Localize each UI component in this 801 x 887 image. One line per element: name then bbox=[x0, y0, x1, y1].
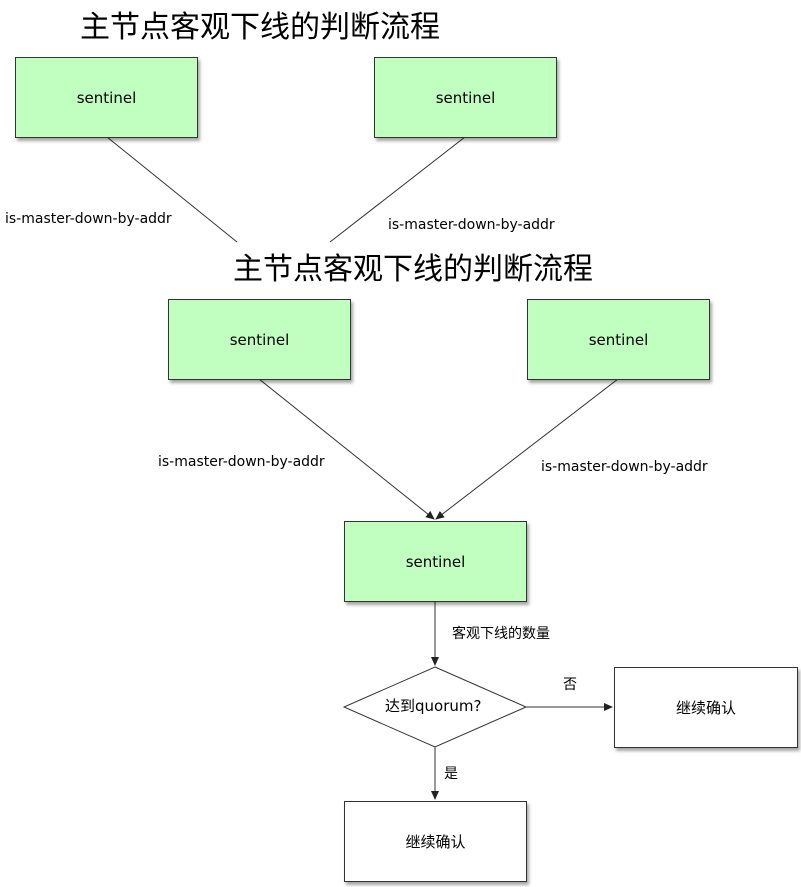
edge-right-to-center bbox=[435, 378, 619, 520]
top-title: 主节点客观下线的判断流程 bbox=[80, 10, 440, 45]
main-title: 主节点客观下线的判断流程 bbox=[233, 252, 593, 287]
edge-right-label: is-master-down-by-addr bbox=[541, 459, 708, 475]
top-edge-right bbox=[329, 136, 466, 243]
top-sentinel-left: sentinel bbox=[15, 57, 198, 138]
edge-no-label: 否 bbox=[563, 677, 577, 693]
result-no-box: 继续确认 bbox=[614, 667, 798, 748]
edge-left-label: is-master-down-by-addr bbox=[158, 454, 325, 470]
sentinel-center: sentinel bbox=[344, 521, 527, 602]
result-yes-box: 继续确认 bbox=[344, 801, 527, 882]
top-edge-left-label: is-master-down-by-addr bbox=[5, 211, 172, 227]
sentinel-right: sentinel bbox=[527, 299, 710, 380]
edge-left-to-center bbox=[258, 378, 435, 520]
top-sentinel-right: sentinel bbox=[374, 57, 557, 138]
top-edge-left bbox=[106, 136, 238, 243]
edge-count-label: 客观下线的数量 bbox=[452, 626, 550, 642]
top-edge-right-label: is-master-down-by-addr bbox=[388, 217, 555, 233]
sentinel-left: sentinel bbox=[168, 299, 351, 380]
edge-yes-label: 是 bbox=[444, 766, 458, 782]
decision-label: 达到quorum? bbox=[385, 697, 482, 715]
